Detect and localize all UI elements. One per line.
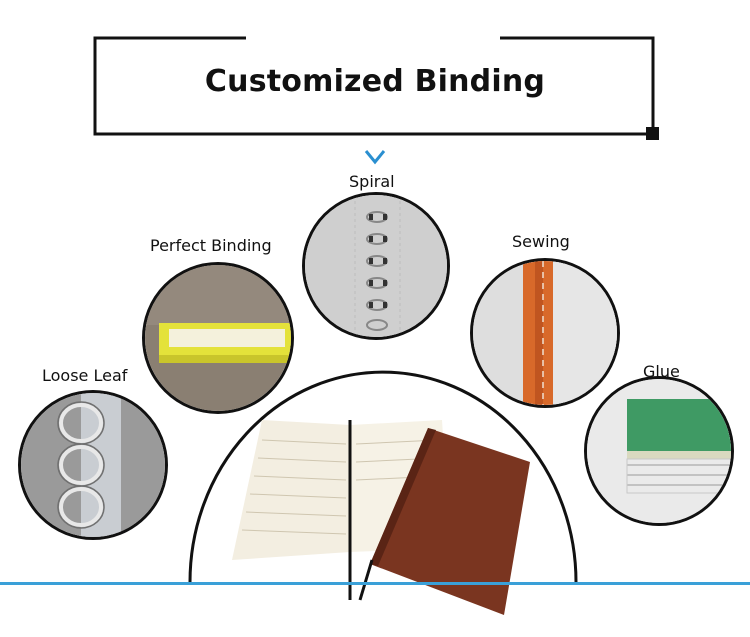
perfect-binding-image — [142, 262, 294, 414]
label-loose-leaf: Loose Leaf — [42, 366, 128, 385]
page-title: Customized Binding — [204, 64, 546, 99]
chevron-down-icon — [364, 150, 386, 165]
spiral-binding-image — [302, 192, 450, 340]
sewing-binding-image — [470, 258, 620, 408]
loose-leaf-binding-image — [18, 390, 168, 540]
label-perfect-binding: Perfect Binding — [150, 236, 272, 255]
label-sewing: Sewing — [512, 232, 570, 251]
glue-binding-image — [584, 376, 734, 526]
baseline-divider — [0, 582, 750, 585]
label-spiral: Spiral — [349, 172, 395, 191]
